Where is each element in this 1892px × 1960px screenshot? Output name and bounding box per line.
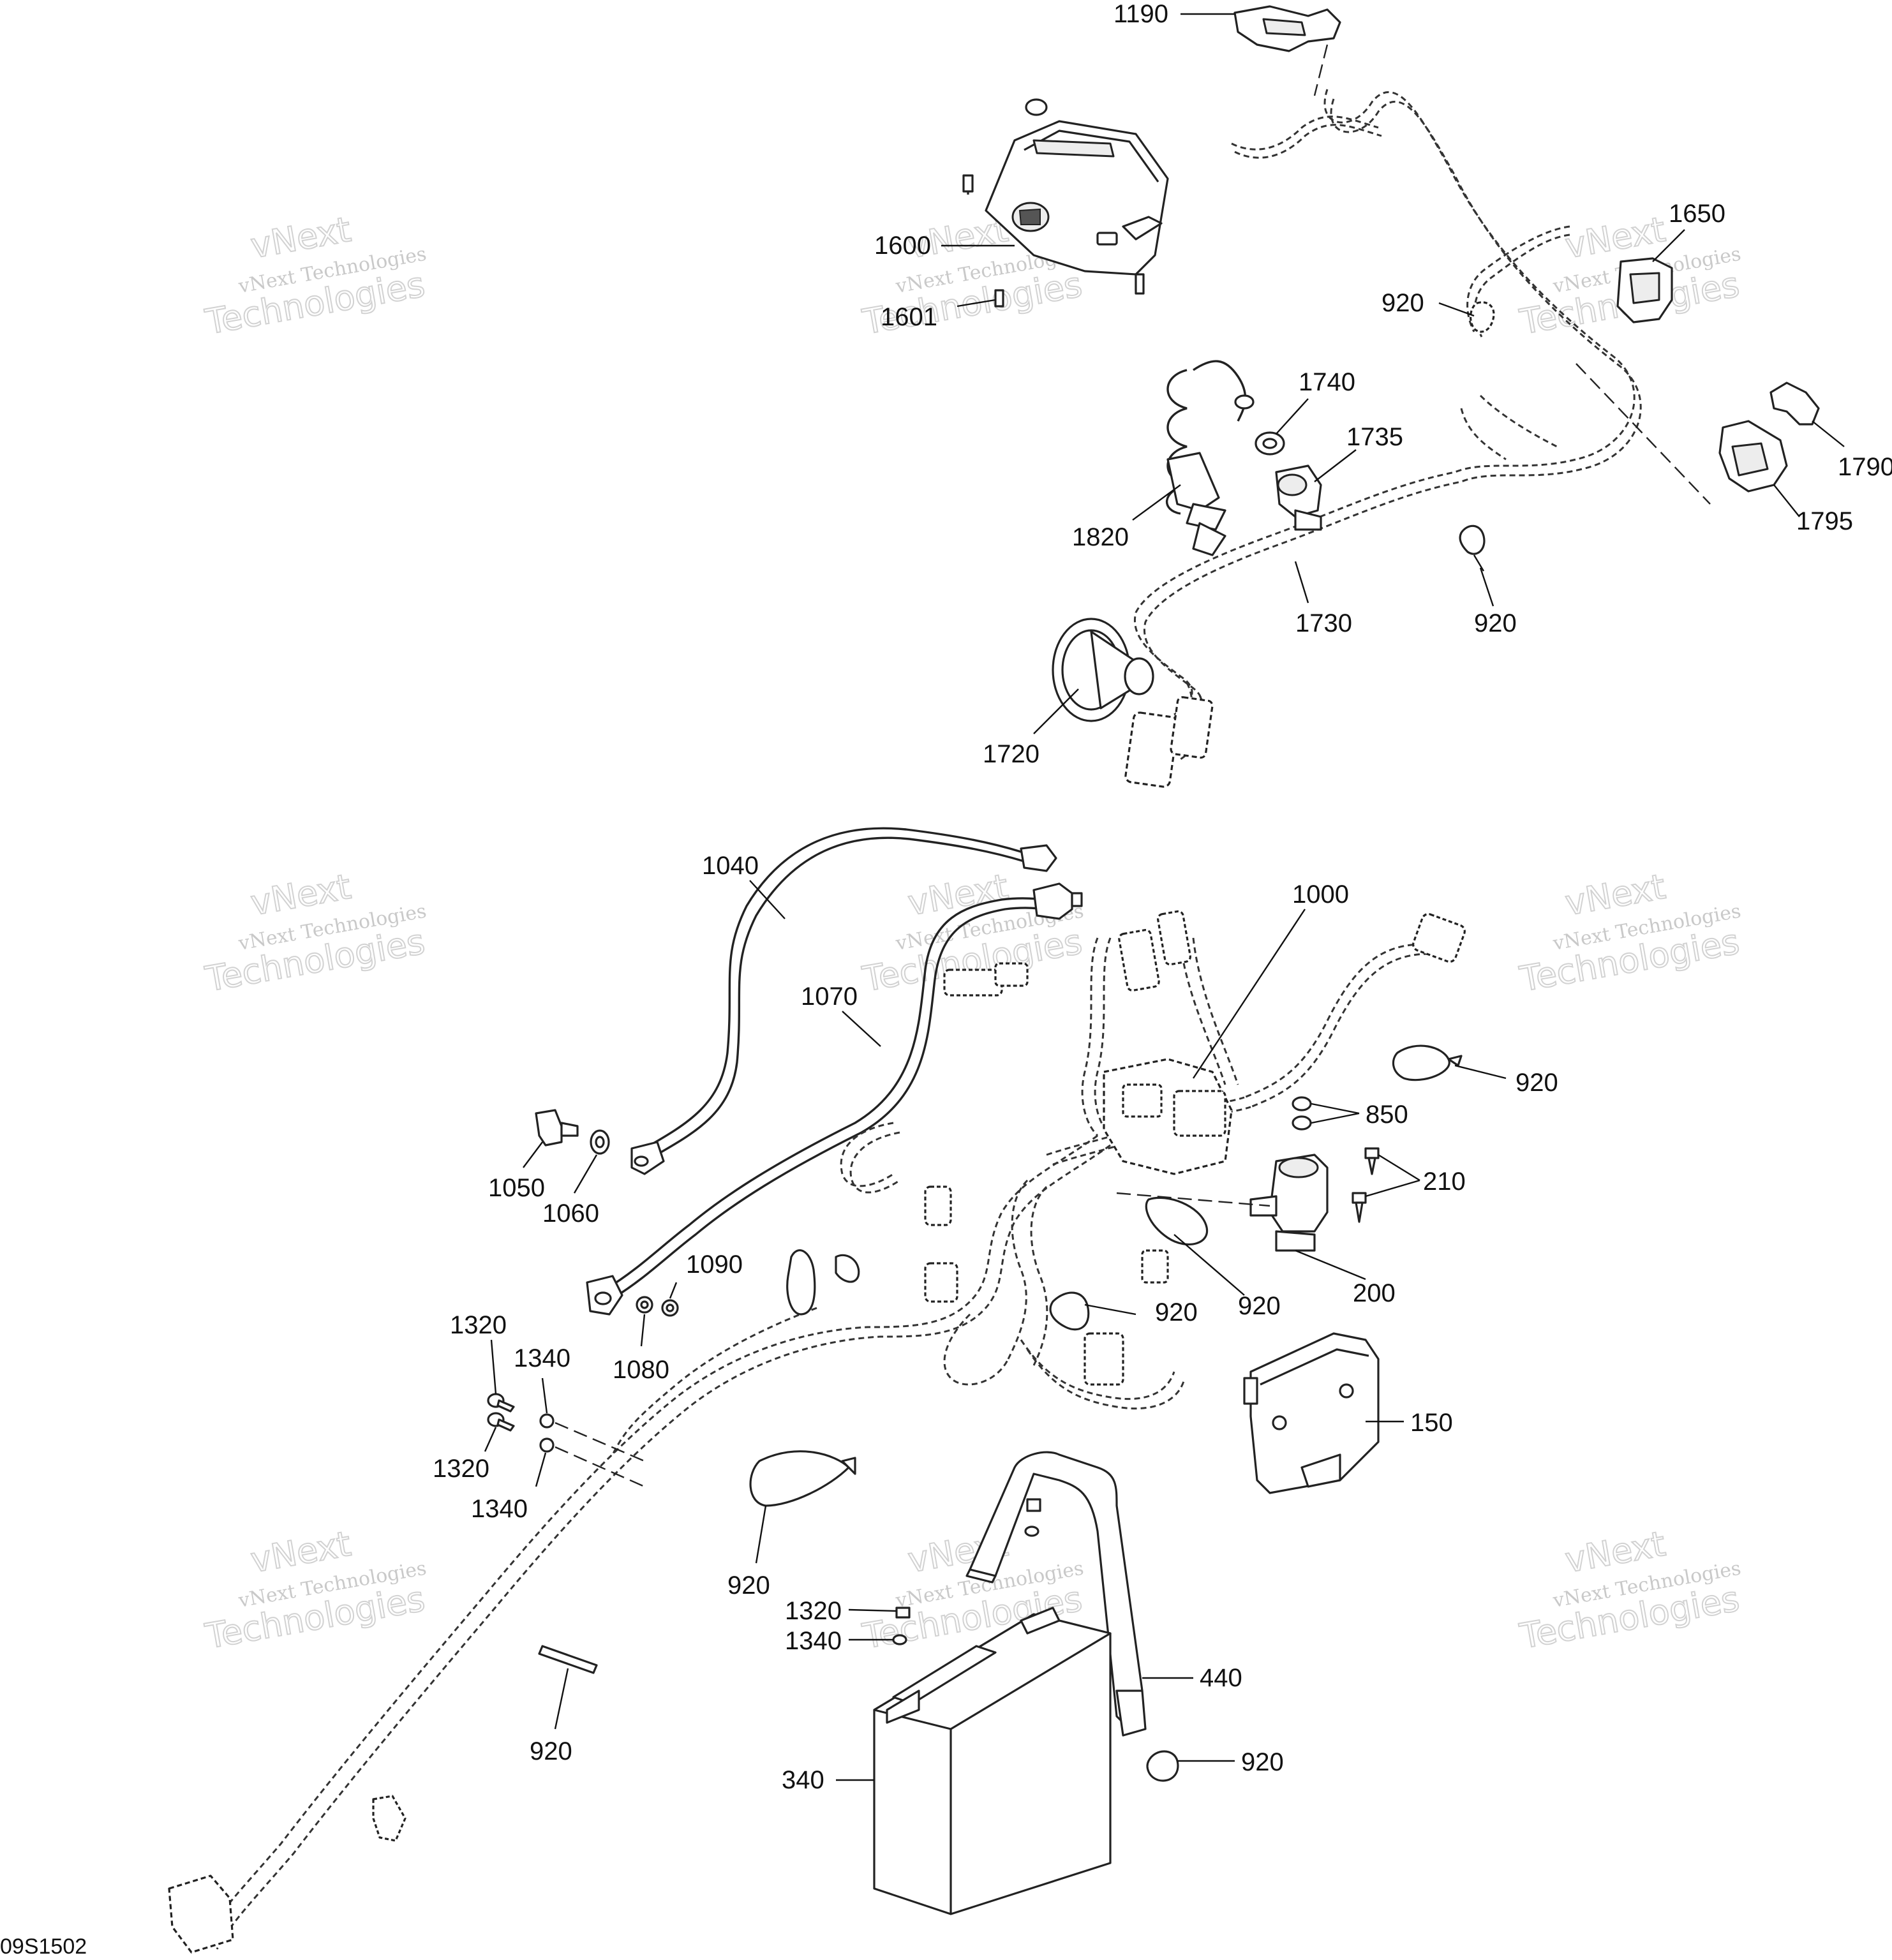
- callout-labels: 1190 1600 1601 920 1650 1740 1735 1790 1…: [433, 0, 1892, 1794]
- callout-label: 150: [1410, 1409, 1453, 1437]
- upper-harness-1730: [1134, 89, 1642, 761]
- callout-label: 1740: [1299, 368, 1355, 396]
- gauge-1600: [962, 98, 1169, 308]
- callout-label: 1735: [1346, 423, 1403, 451]
- callout-label: 1060: [542, 1199, 599, 1228]
- cable-1040: [630, 827, 1057, 1175]
- watermark-group: vNext vNext Technologies Technologies vN…: [202, 209, 1743, 1658]
- battery-340: [873, 1607, 1112, 1915]
- callout-label: 1650: [1669, 200, 1725, 228]
- callout-label: 920: [1382, 289, 1424, 317]
- watermark: vNext vNext Technologies Technologies: [202, 1523, 429, 1658]
- callout-label: 1720: [983, 740, 1039, 768]
- callout-label: 1320: [785, 1597, 842, 1625]
- boot-1720: [1052, 618, 1154, 722]
- callout-label: 1000: [1292, 880, 1349, 909]
- tether-cord-1820: [1165, 360, 1255, 556]
- callout-label: 1730: [1295, 609, 1352, 637]
- watermark: vNext vNext Technologies Technologies: [202, 209, 429, 343]
- tie-920-f: [1049, 1291, 1090, 1331]
- nut-1080: [636, 1296, 653, 1314]
- connector-1000-top: [1118, 910, 1466, 991]
- callout-label: 1070: [801, 983, 858, 1011]
- callout-label: 1050: [488, 1174, 545, 1202]
- washer-1740: [1255, 431, 1285, 456]
- connector-1000-misc: [924, 962, 1169, 1386]
- callout-label: 1601: [881, 303, 937, 331]
- callout-label: 1820: [1072, 523, 1129, 551]
- harness-connector-lower: [1124, 696, 1214, 788]
- callout-label: 920: [1516, 1069, 1558, 1097]
- callout-label: 210: [1423, 1168, 1466, 1196]
- sensor-1650: [1616, 257, 1673, 323]
- strap-440: [965, 1451, 1147, 1737]
- nut-850: [1292, 1096, 1312, 1131]
- tie-920-e: [786, 1249, 860, 1316]
- connector-bottom-left: [168, 1795, 406, 1954]
- callout-label: 1090: [686, 1251, 743, 1279]
- screws-1320-left: [487, 1393, 515, 1432]
- tie-920-d: [1145, 1196, 1209, 1245]
- callout-label: 920: [1241, 1748, 1284, 1776]
- tie-920-c: [1392, 1044, 1463, 1081]
- callout-label: 920: [1155, 1298, 1198, 1326]
- bolt-210: [1352, 1147, 1380, 1223]
- callout-label: 920: [727, 1571, 770, 1600]
- bolt-1050: [535, 1109, 579, 1147]
- sensor-1795: [1575, 363, 1788, 505]
- callout-label: 1340: [471, 1495, 528, 1523]
- callout-label: 920: [1238, 1292, 1281, 1320]
- drawing-reference-code: 09S1502: [0, 1934, 87, 1959]
- ecu-150: [1243, 1332, 1380, 1494]
- callout-label: 920: [530, 1737, 572, 1765]
- callout-label: 920: [1474, 609, 1517, 637]
- pin-920-h: [538, 1645, 598, 1674]
- screws-1320-battery: [892, 1498, 1041, 1645]
- tie-920-a: [1469, 301, 1495, 333]
- callout-label: 1080: [613, 1356, 669, 1384]
- washer-1090: [661, 1299, 679, 1317]
- bracket-1790: [1769, 382, 1820, 426]
- callout-label: 1320: [450, 1311, 507, 1339]
- washer-1060: [590, 1129, 610, 1155]
- fuse-box-1000: [1103, 1058, 1233, 1175]
- callout-label: 200: [1353, 1279, 1396, 1307]
- callout-label: 1790: [1838, 453, 1892, 481]
- callout-label: 1795: [1796, 507, 1853, 535]
- tie-920-b: [1459, 524, 1486, 572]
- washers-1340-left: [539, 1413, 645, 1488]
- callout-label: 1190: [1114, 0, 1168, 28]
- cable-1070: [586, 882, 1083, 1316]
- tie-920-g: [749, 1450, 856, 1507]
- watermark: vNext vNext Technologies Technologies: [1516, 866, 1743, 1000]
- callout-label: 340: [782, 1766, 824, 1794]
- callout-label: 1600: [874, 232, 931, 260]
- callout-label: 440: [1200, 1664, 1242, 1692]
- leader-lines: [484, 13, 1845, 1781]
- watermark: vNext vNext Technologies Technologies: [202, 866, 429, 1000]
- callout-label: 1340: [785, 1627, 842, 1655]
- callout-label: 1040: [702, 852, 759, 880]
- callout-label: 1320: [433, 1455, 489, 1483]
- relay-200: [1116, 1154, 1329, 1252]
- switch-1735: [1275, 464, 1322, 531]
- watermark: vNext vNext Technologies Technologies: [1516, 1523, 1743, 1658]
- tie-920-i: [1146, 1750, 1179, 1782]
- callout-label: 1340: [514, 1344, 570, 1372]
- connector-1190: [1233, 5, 1341, 96]
- callout-label: 850: [1366, 1101, 1408, 1129]
